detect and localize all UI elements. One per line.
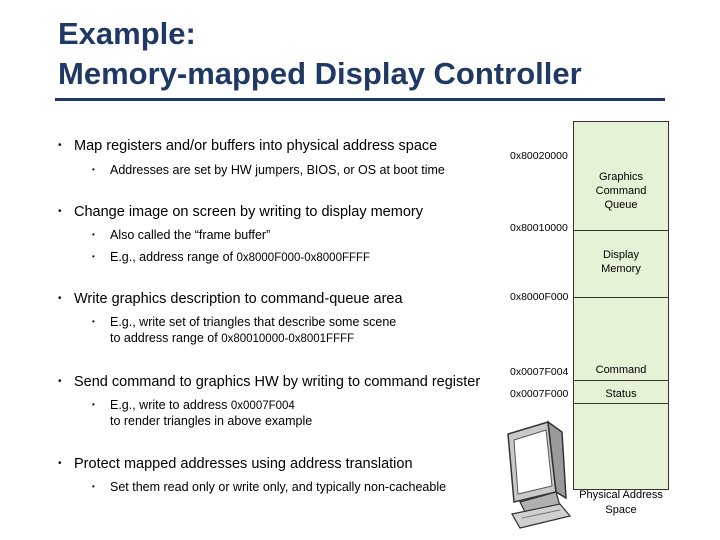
bullet-2-sub-1: •Also called the “frame buffer” — [92, 228, 271, 242]
bullet-5: •Protect mapped addresses using address … — [58, 456, 413, 472]
region-command: Command — [595, 364, 647, 376]
title-divider — [55, 98, 665, 101]
bullet-1-text: Map registers and/or buffers into physic… — [74, 138, 438, 154]
title-line-2: Memory-mapped Display Controller — [58, 56, 582, 91]
address-range: 0x80010000-0x8001FFFF — [221, 333, 355, 345]
computer-monitor-icon — [507, 420, 572, 529]
bullet-3-text: Write graphics description to command-qu… — [74, 291, 403, 307]
bullet-4-sub-1-cont: to render triangles in above example — [110, 414, 313, 428]
address-label: 0x0007F000 — [510, 388, 569, 400]
memory-map — [573, 121, 669, 490]
bullet-3-sub-1: •E.g., write set of triangles that descr… — [92, 315, 397, 329]
bullet-4-sub-1: •E.g., write to address 0x0007F004 — [92, 398, 295, 412]
boundary-line — [573, 403, 669, 404]
bullet-2-text: Change image on screen by writing to dis… — [74, 204, 423, 220]
address-label: 0x0007F004 — [510, 366, 569, 378]
address-label: 0x8000F000 — [510, 291, 569, 303]
bullet-5-sub-1: •Set them read only or write only, and t… — [92, 480, 447, 494]
region-status: Status — [605, 388, 637, 400]
bullet-2-sub-2: •E.g., address range of 0x8000F000-0x800… — [92, 250, 371, 264]
bullet-4: •Send command to graphics HW by writing … — [58, 374, 481, 390]
bullet-2: •Change image on screen by writing to di… — [58, 204, 423, 220]
address-label: 0x80020000 — [510, 150, 568, 162]
slide-title: Example: Memory-mapped Display Controlle… — [58, 14, 582, 94]
bullet-4-text: Send command to graphics HW by writing t… — [74, 374, 481, 390]
title-line-1: Example: — [58, 16, 196, 51]
command-register-address: 0x0007F004 — [230, 400, 295, 412]
memory-map-caption: Physical Address Space — [579, 489, 663, 516]
boundary-line — [573, 297, 669, 298]
bullet-3-sub-1-cont: to address range of 0x80010000-0x8001FFF… — [110, 331, 355, 345]
region-graphics-command-queue: Graphics Command Queue — [595, 171, 647, 211]
address-range: 0x8000F000-0x8000FFFF — [236, 252, 371, 264]
bullet-1-sub-1: •Addresses are set by HW jumpers, BIOS, … — [92, 163, 445, 177]
bullet-1: •Map registers and/or buffers into physi… — [58, 138, 438, 154]
bullet-5-text: Protect mapped addresses using address t… — [74, 456, 413, 472]
boundary-line — [573, 230, 669, 231]
address-label: 0x80010000 — [510, 222, 568, 234]
region-display-memory: Display Memory — [601, 249, 641, 275]
bullet-3: •Write graphics description to command-q… — [58, 291, 403, 307]
boundary-line — [573, 380, 669, 381]
